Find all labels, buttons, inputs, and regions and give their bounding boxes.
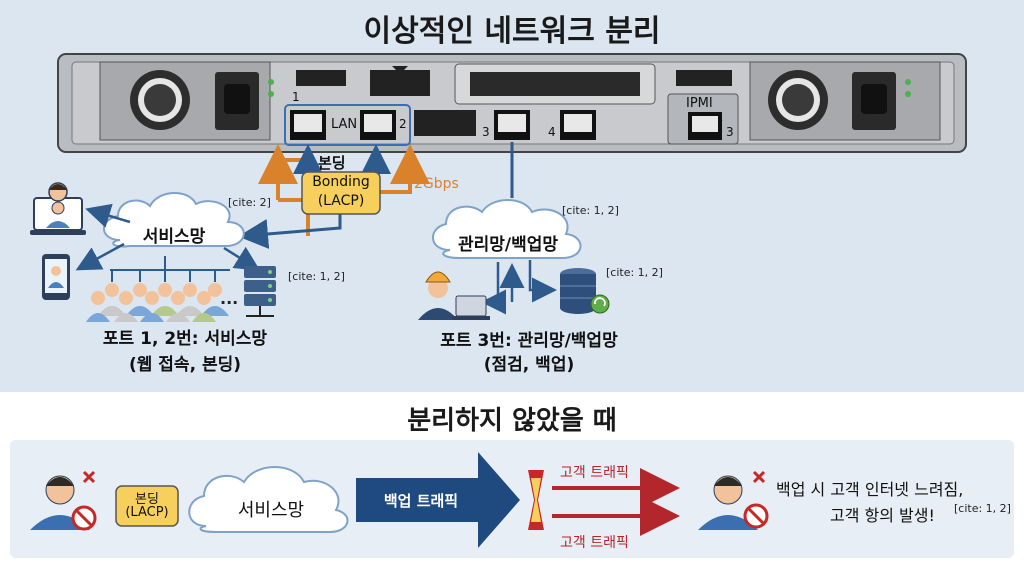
ethernet-port-2 [360,110,396,140]
service-cloud-label: 서비스망 [142,227,206,247]
database-icon [560,268,610,314]
bonding-korean-label: 본딩 [318,154,346,172]
cloud-to-users-lines [110,256,230,282]
vent-grilles [296,63,732,136]
problem-cloud-label: 서비스망 [237,500,305,521]
ethernet-port-1 [290,110,326,140]
laptop-user-icon [30,182,86,235]
ethernet-port-3 [494,110,530,140]
port3-number: 3 [482,125,490,139]
bond-to-service-arrow [238,212,342,249]
ethernet-port-4 [560,110,596,140]
cite-bottom: [cite: 1, 2] [954,502,1011,515]
phone-user-icon [42,254,70,300]
users-crowd-icon: ... [86,283,238,322]
problem-service-cloud [188,466,349,533]
port-3-desc-line1: 포트 3번: 관리망/백업망 [440,331,618,351]
angry-customer-left-icon [30,470,97,531]
psu-right [749,61,941,141]
cite-servers: [cite: 1, 2] [288,270,345,283]
engineer-icon [418,271,490,320]
problem-result-line1: 백업 시 고객 인터넷 느려짐, [776,480,964,499]
service-cloud [103,191,245,248]
svg-text:...: ... [220,289,238,308]
port4-number: 4 [548,125,556,139]
ipmi-label: IPMI [686,96,713,111]
ports-12-desc-line1: 포트 1, 2번: 서비스망 [102,329,268,349]
bonding-box [301,171,381,215]
lan-label: LAN [331,117,358,132]
backup-traffic-arrow [356,452,520,548]
angry-customer-right-icon [698,470,769,530]
bonding-label-line2: (LACP) [317,193,365,209]
customer-traffic-bottom-label: 고객 트래픽 [560,535,629,551]
lan-bond-frame [284,104,411,146]
bonding-speed-label: 2Gbps [414,176,459,192]
port1-number: 1 [292,90,300,104]
bond-orange-arrow-right [378,144,430,194]
customer-traffic-top-label: 고객 트래픽 [560,465,629,481]
port-3-desc-line2: (점검, 백업) [483,355,575,375]
cite-database: [cite: 1, 2] [606,266,663,279]
problem-bonding-line2: (LACP) [125,505,169,520]
psu-left [99,61,274,141]
arrow-to-servers [223,246,261,271]
arrow-to-database [528,260,557,303]
arrow-to-phone-user [75,242,125,271]
bottleneck-icon [528,470,544,530]
mgmt-cloud-label: 관리망/백업망 [457,235,559,255]
port2-number: 2 [399,117,407,131]
bonding-label-line1: Bonding [312,174,370,190]
problem-result-line2: 고객 항의 발생! [830,506,935,525]
server-rack-icon [244,266,276,317]
problem-title: 분리하지 않았을 때 [407,406,617,436]
backup-traffic-label: 백업 트래픽 [383,492,459,510]
ipmi-port [688,112,722,140]
arrow-to-laptop-user [85,203,131,228]
mgmt-cloud [432,199,582,259]
cite-mgmt: [cite: 1, 2] [562,204,619,217]
main-title: 이상적인 네트워크 분리 [363,14,661,49]
problem-bonding-line1: 본딩 [135,492,159,507]
problem-bonding-box [115,485,179,527]
ports-12-desc-line2: (웹 접속, 본딩) [128,355,242,375]
arrow-to-engineer [481,262,506,315]
cite-service: [cite: 2] [228,196,271,209]
ipmi-number: 3 [726,125,734,139]
